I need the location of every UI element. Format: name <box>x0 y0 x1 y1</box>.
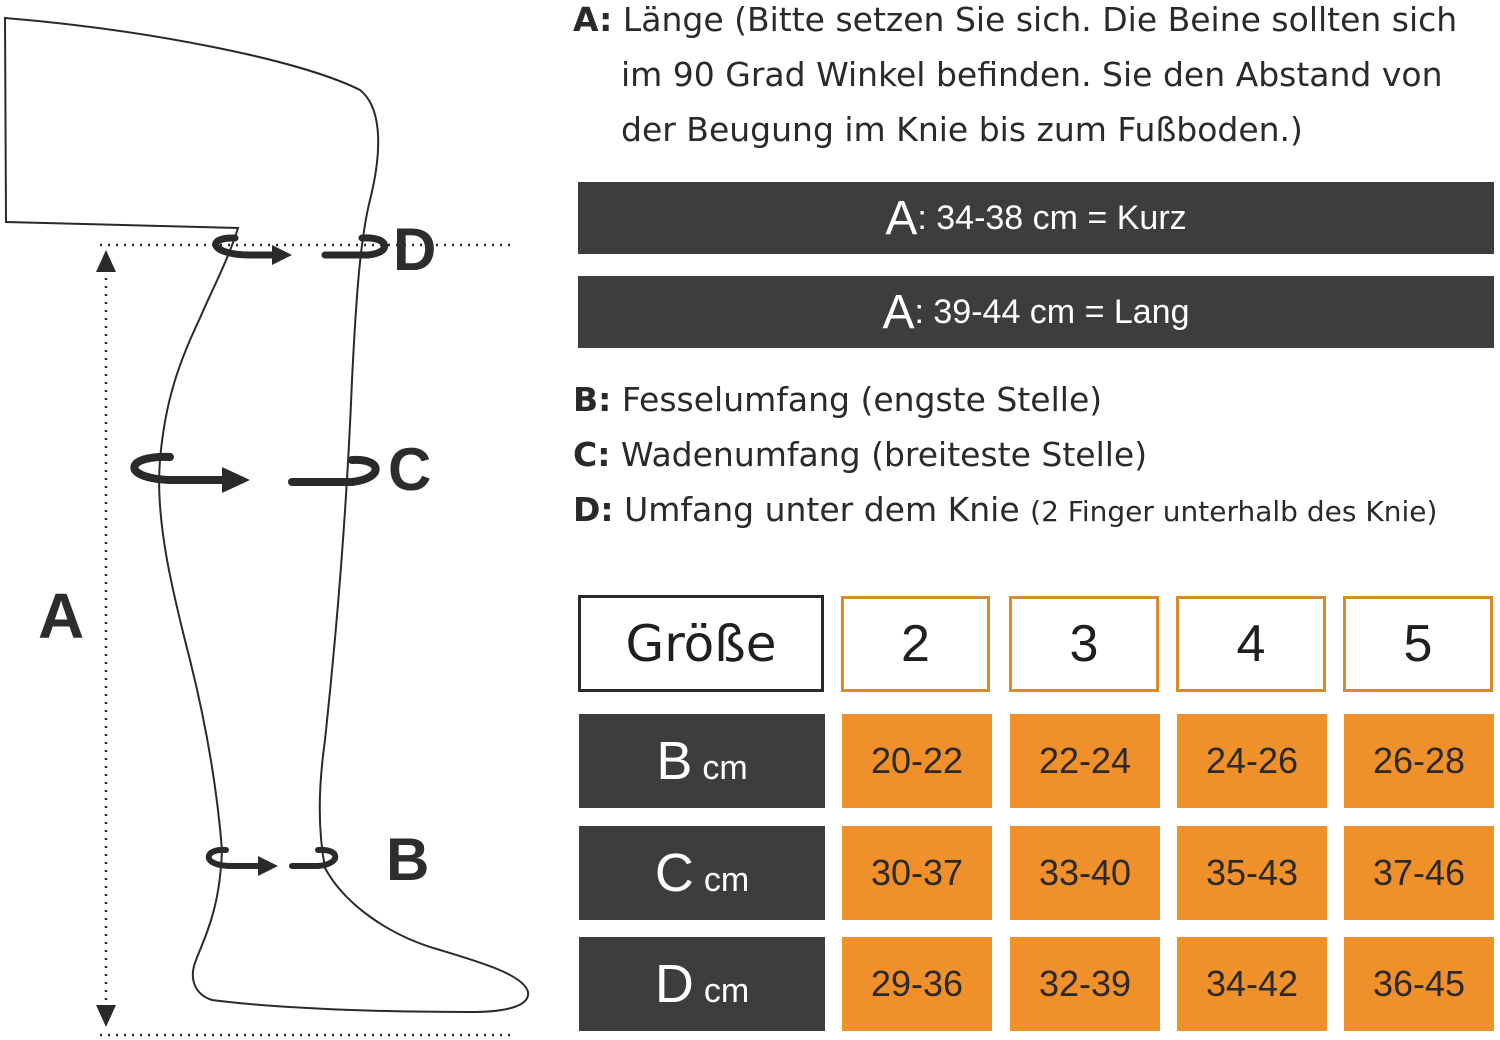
description-b: B: Fesselumfang (engste Stelle) <box>573 372 1102 427</box>
row-label-unit: cm <box>703 971 750 1010</box>
label-a: A <box>38 580 84 652</box>
length-bar-letter: A <box>885 191 918 245</box>
size-header-4: 4 <box>1176 596 1326 692</box>
description-d-text: Umfang unter dem Knie <box>624 490 1020 529</box>
row-label-letter: D <box>654 954 694 1014</box>
length-bar-text: : 34-38 cm = Kurz <box>917 198 1187 237</box>
arrow-down-icon <box>96 1005 116 1027</box>
description-d: D: Umfang unter dem Knie (2 Finger unter… <box>573 482 1437 539</box>
circumference-d-marker <box>212 234 389 259</box>
description-b-text: Fesselumfang (engste Stelle) <box>621 380 1103 419</box>
length-bar-short: A: 34-38 cm = Kurz <box>578 182 1494 254</box>
length-bar-text: : 39-44 cm = Lang <box>914 292 1190 331</box>
row-label-letter: C <box>654 843 694 903</box>
leg-measurement-diagram: A B C D <box>3 16 530 1037</box>
label-d: D <box>393 216 436 283</box>
value-cell: 24-26 <box>1177 714 1327 808</box>
row-label-unit: cm <box>703 860 750 899</box>
value-cell: 33-40 <box>1010 826 1160 920</box>
size-header-5: 5 <box>1343 596 1493 692</box>
arrow-up-icon <box>96 250 116 272</box>
size-header-2: 2 <box>841 596 990 692</box>
description-c-key: C: <box>573 435 611 474</box>
value-cell: 22-24 <box>1010 714 1160 808</box>
length-bar-long: A: 39-44 cm = Lang <box>578 276 1494 348</box>
row-label-letter: B <box>656 731 693 791</box>
description-c: C: Wadenumfang (breiteste Stelle) <box>573 427 1147 482</box>
circumference-c-marker <box>130 452 380 486</box>
description-a-line3: der Beugung im Knie bis zum Fußboden.) <box>621 110 1303 149</box>
description-a-line1: Länge (Bitte setzen Sie sich. Die Beine … <box>622 0 1458 39</box>
value-cell: 37-46 <box>1344 826 1494 920</box>
value-cell: 30-37 <box>842 826 992 920</box>
size-header-label: Größe <box>578 595 824 692</box>
size-header-3: 3 <box>1009 596 1159 692</box>
label-b: B <box>386 826 429 893</box>
row-label-unit: cm <box>702 748 748 787</box>
arrow-right-icon <box>258 856 278 876</box>
description-d-key: D: <box>573 490 614 529</box>
description-a-line2: im 90 Grad Winkel befinden. Sie den Abst… <box>621 55 1443 94</box>
leg-outline <box>3 16 530 1014</box>
description-d-note: (2 Finger unterhalb des Knie) <box>1030 495 1438 528</box>
description-a: A: Länge (Bitte setzen Sie sich. Die Bei… <box>573 0 1457 157</box>
circumference-b-marker <box>205 846 339 869</box>
arrow-right-icon <box>272 245 292 265</box>
value-cell: 34-42 <box>1177 937 1327 1031</box>
value-cell: 20-22 <box>842 714 992 808</box>
arrow-right-icon <box>222 467 250 493</box>
label-c: C <box>388 436 431 503</box>
value-cell: 32-39 <box>1010 937 1160 1031</box>
value-cell: 29-36 <box>842 937 992 1031</box>
description-a-key: A: <box>573 0 613 39</box>
value-cell: 36-45 <box>1344 937 1494 1031</box>
value-cell: 26-28 <box>1344 714 1494 808</box>
description-c-text: Wadenumfang (breiteste Stelle) <box>620 435 1148 474</box>
length-bar-letter: A <box>882 285 915 339</box>
value-cell: 35-43 <box>1177 826 1327 920</box>
description-b-key: B: <box>573 380 612 419</box>
